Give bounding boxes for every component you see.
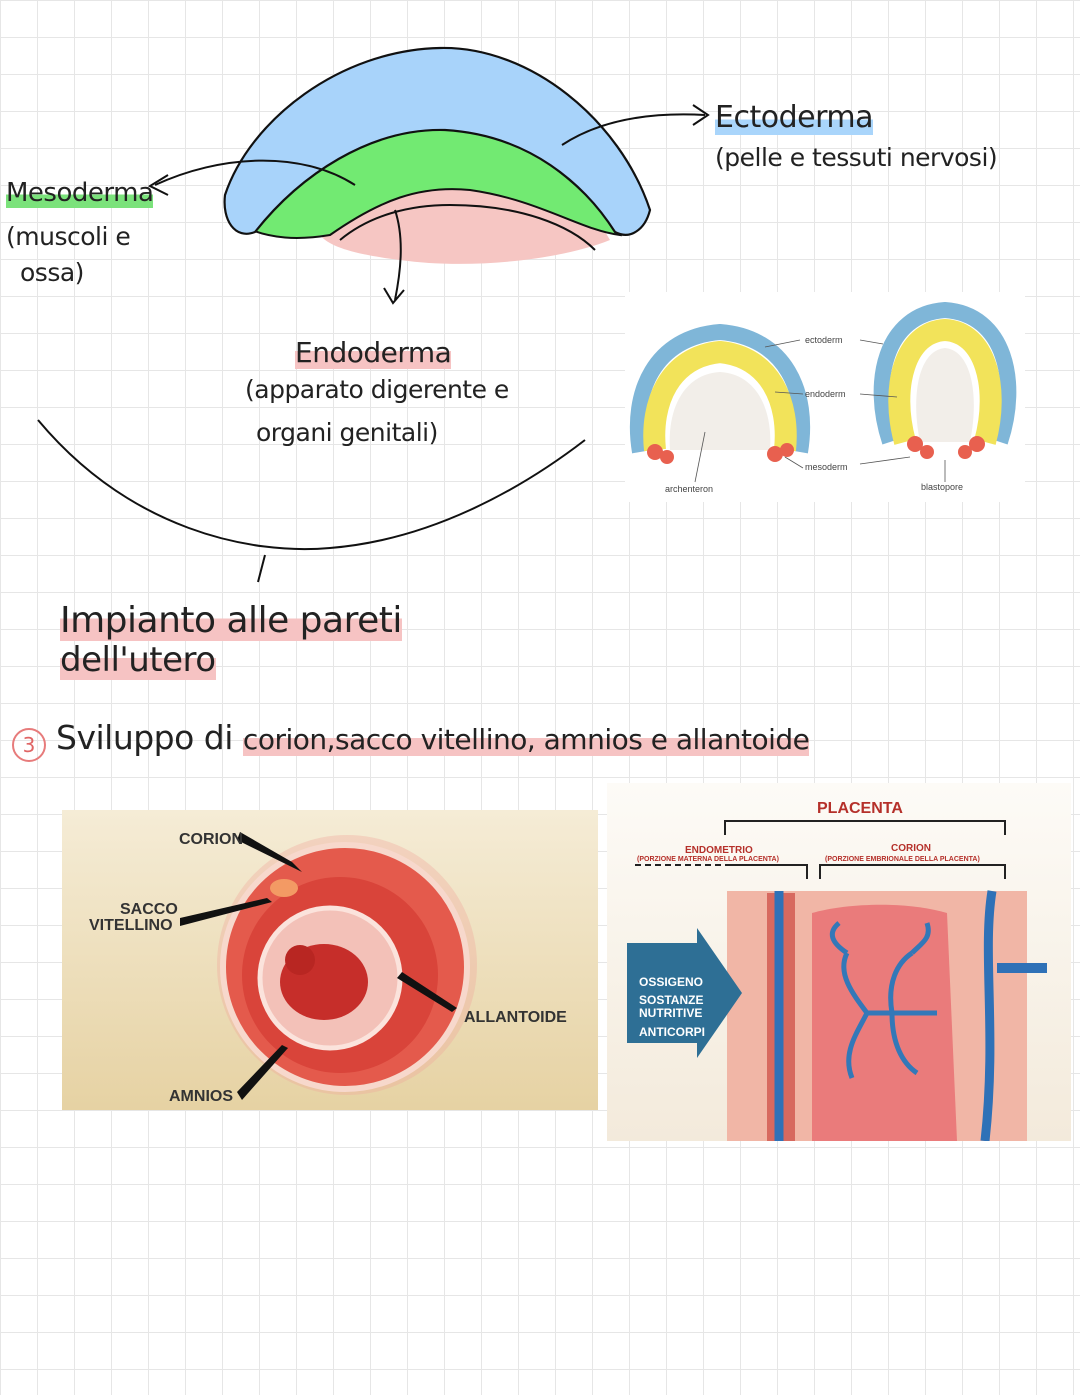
embryo-label-amnios: AMNIOS bbox=[169, 1088, 233, 1105]
ectoderm-title: Ectoderma bbox=[715, 100, 873, 135]
gastrula-diagram: ectoderm endoderm mesoderm archenteron b… bbox=[625, 292, 1025, 502]
endoderm-title: Endoderma bbox=[295, 336, 452, 369]
embryo-label-allantoide: ALLANTOIDE bbox=[464, 1009, 567, 1026]
placenta-corion-sub: (PORZIONE EMBRIONALE DELLA PLACENTA) bbox=[825, 856, 980, 863]
label-ectoderm: ectoderm bbox=[805, 335, 843, 345]
placenta-endometrio: ENDOMETRIO bbox=[685, 845, 753, 856]
embryo-label-corion: CORION bbox=[179, 831, 243, 848]
placenta-endometrio-sub: (PORZIONE MATERNA DELLA PLACENTA) bbox=[637, 856, 779, 863]
placenta-villi bbox=[829, 921, 937, 1079]
label-mesoderm: mesoderm bbox=[805, 462, 848, 472]
embryo-label-sacco: SACCO bbox=[120, 901, 178, 918]
step3-plain: Sviluppo di bbox=[56, 718, 243, 757]
gastrula-right bbox=[859, 301, 1017, 482]
ectoderm-name: Ectoderma bbox=[715, 100, 873, 135]
embryo-figure: CORION SACCO VITELLINO ALLANTOIDE AMNIOS bbox=[62, 810, 598, 1110]
placenta-title: PLACENTA bbox=[817, 800, 903, 817]
mesoderm-name: Mesoderma bbox=[6, 178, 154, 208]
placenta-arrow-sostanze: SOSTANZE bbox=[639, 993, 703, 1007]
implant-text-2: dell'utero bbox=[60, 640, 216, 680]
implant-line-1: Impianto alle pareti bbox=[60, 600, 402, 641]
ectoderm-note: (pelle e tessuti nervosi) bbox=[715, 143, 998, 172]
mesoderm-note-1: (muscoli e bbox=[6, 222, 131, 251]
placenta-arrow-anticorpi: ANTICORPI bbox=[639, 1025, 705, 1039]
step-number: 3 bbox=[22, 733, 36, 757]
endoderm-name: Endoderma bbox=[295, 336, 452, 369]
germ-layer-sketch bbox=[37, 46, 710, 583]
label-archenteron: archenteron bbox=[665, 484, 713, 494]
label-blastopore: blastopore bbox=[921, 482, 963, 492]
embryo-label-vitellino: VITELLINO bbox=[89, 917, 173, 934]
gastrula-left bbox=[629, 323, 811, 483]
placenta-arrow-nutritive: NUTRITIVE bbox=[639, 1006, 702, 1020]
mesoderm-title: Mesoderma bbox=[6, 178, 154, 208]
placenta-arrow-ossigeno: OSSIGENO bbox=[639, 975, 703, 989]
placenta-corion: CORION bbox=[891, 843, 931, 854]
implant-line-2: dell'utero bbox=[60, 640, 216, 680]
endoderm-note-1: (apparato digerente e bbox=[245, 375, 509, 404]
step3-highlight: corion,sacco vitellino, amnios e allanto… bbox=[242, 723, 810, 756]
implant-text-1: Impianto alle pareti bbox=[60, 600, 402, 641]
endoderm-note-2: organi genitali) bbox=[256, 418, 438, 447]
placenta-figure: OSSIGENO SOSTANZE NUTRITIVE ANTICORPI PL… bbox=[607, 783, 1071, 1141]
mesoderm-note-2: ossa) bbox=[20, 258, 84, 287]
label-endoderm: endoderm bbox=[805, 389, 846, 399]
step-number-badge: 3 bbox=[12, 728, 46, 762]
step3-heading: Sviluppo di corion,sacco vitellino, amni… bbox=[56, 718, 810, 757]
